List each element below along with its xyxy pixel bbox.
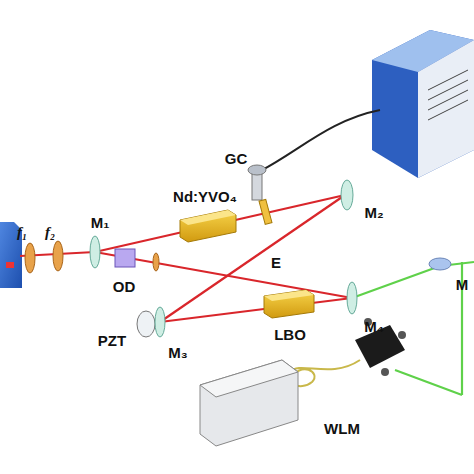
part-label: GC [225, 151, 248, 166]
part-label: LBO [274, 327, 306, 342]
part-label: Nd:YVO₄ [173, 189, 237, 204]
fiber-coupler [355, 318, 406, 376]
laser-crystal [180, 210, 236, 242]
green-beam [352, 262, 474, 395]
mirror [90, 236, 100, 268]
mirror [347, 282, 357, 314]
red-beam [20, 195, 352, 322]
part-label: E [271, 255, 281, 270]
wavelength-meter [200, 360, 298, 446]
part-label: OD [113, 279, 136, 294]
part-label: M₁ [91, 215, 110, 230]
lbo-crystal [264, 290, 314, 318]
part-label: f₁ [17, 225, 27, 240]
galvo [248, 165, 272, 224]
part-label: M [456, 277, 469, 292]
part-label: f₂ [45, 225, 55, 240]
part-label: M₄ [364, 319, 384, 334]
part-label: M₂ [364, 205, 383, 220]
optical-diode [115, 249, 159, 271]
lens [53, 241, 63, 271]
pzt-mirror [137, 307, 165, 337]
cable [262, 110, 380, 170]
part-label: PZT [98, 333, 126, 348]
mirror [341, 180, 353, 210]
controller-box [372, 30, 474, 178]
mirror [429, 258, 451, 270]
part-label: M₃ [168, 345, 187, 360]
part-label: WLM [324, 421, 360, 436]
lens [25, 243, 35, 273]
